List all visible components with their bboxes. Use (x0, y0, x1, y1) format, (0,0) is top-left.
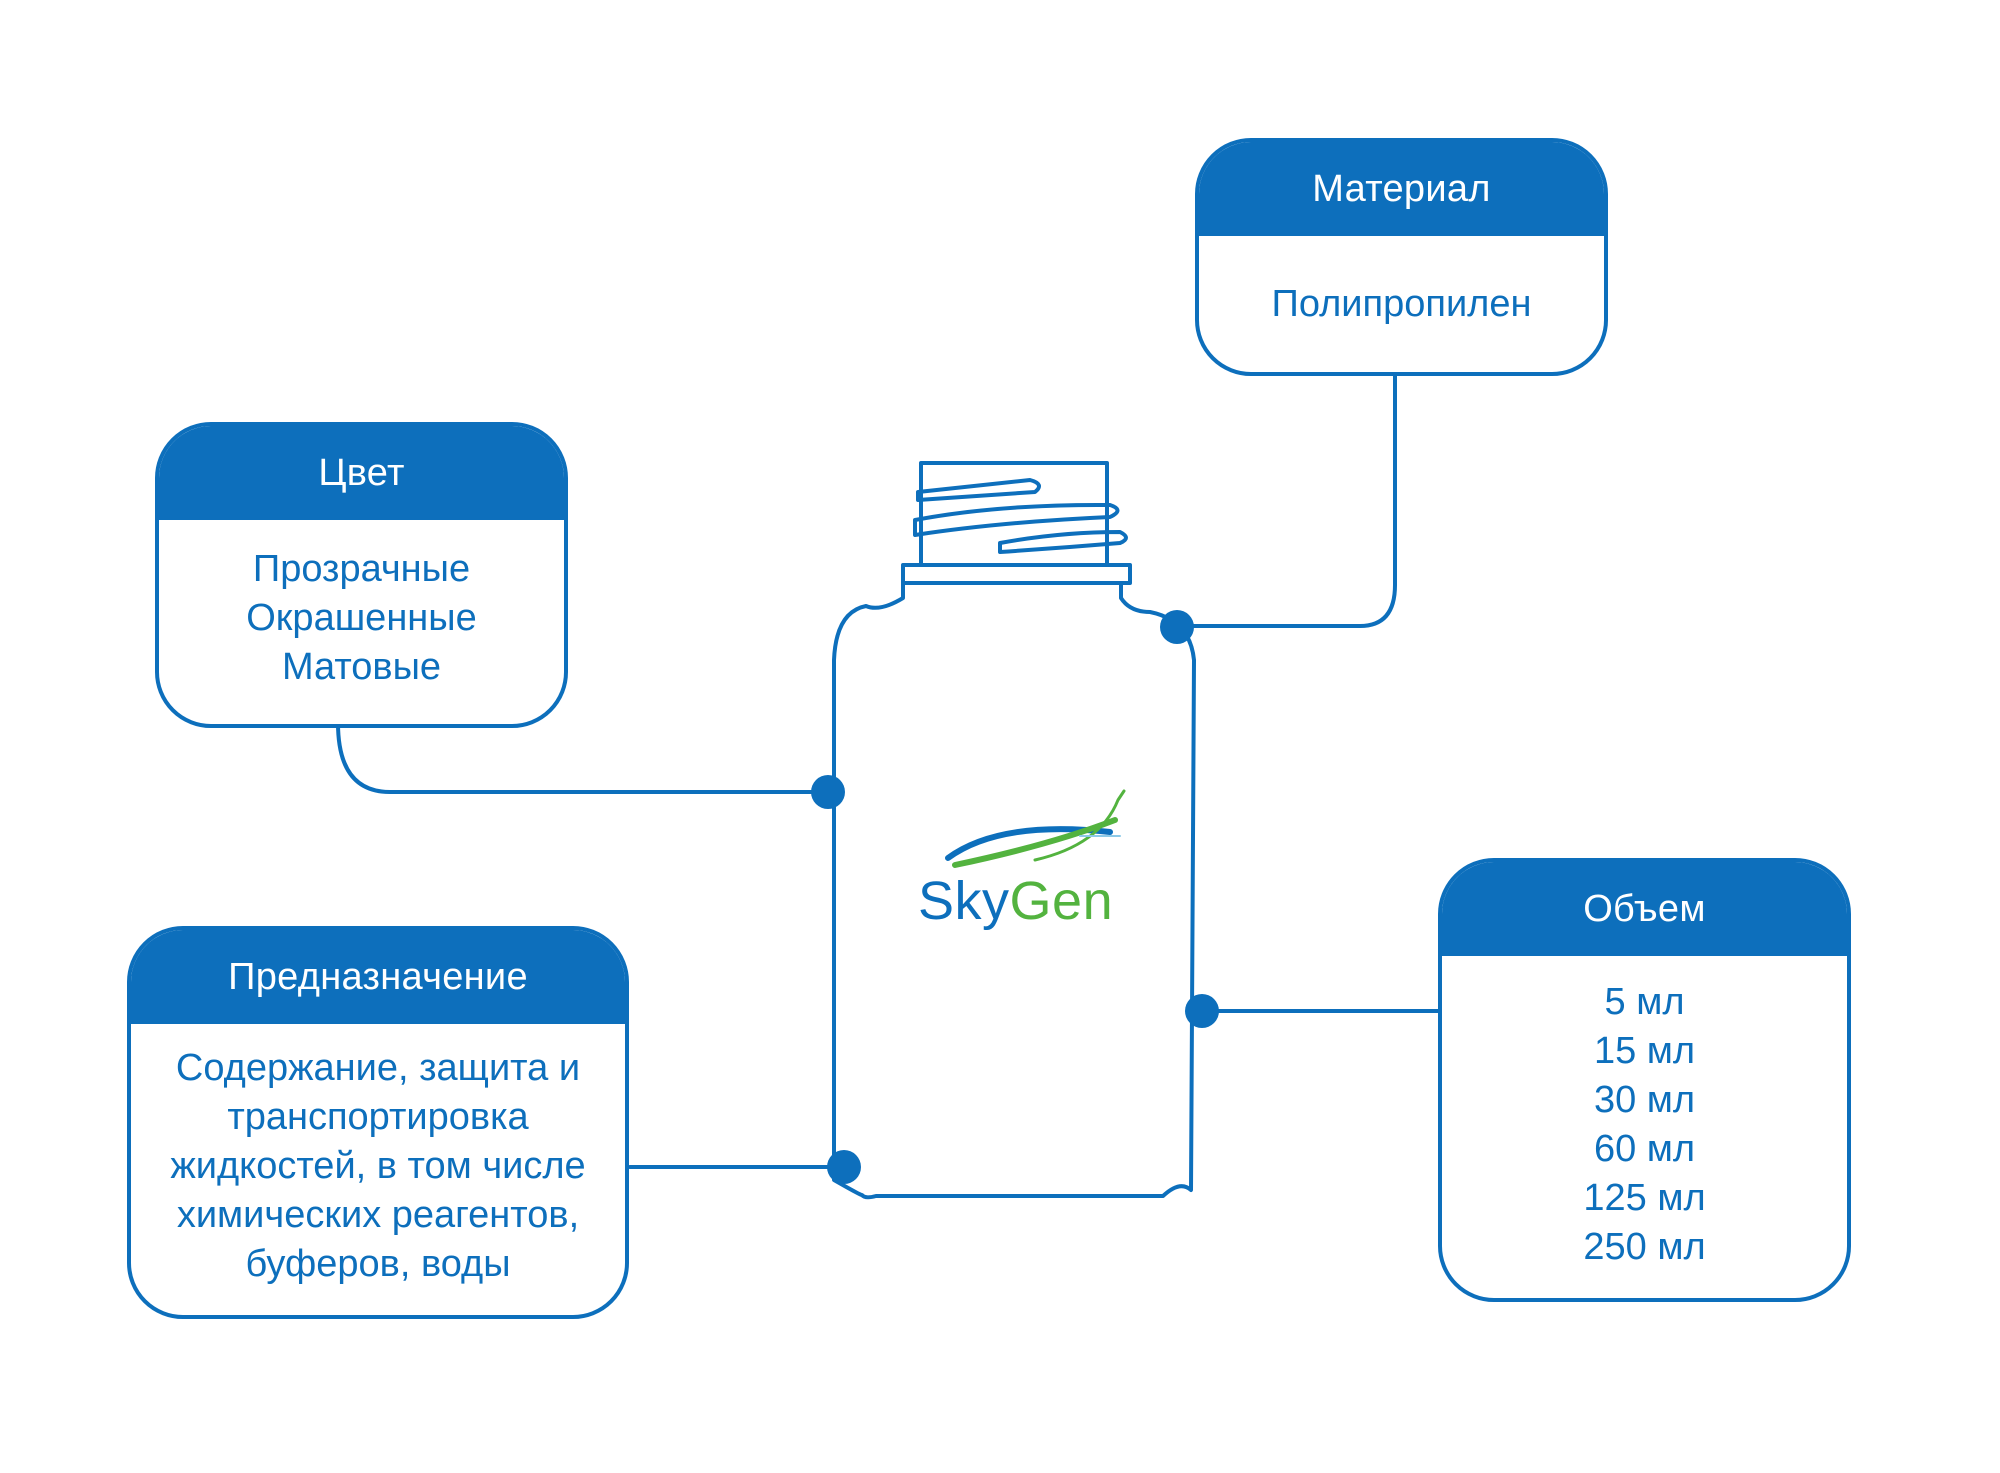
skygen-logo: SkyGen (918, 870, 1113, 932)
swoosh-icon (945, 789, 1126, 868)
material-card-body: Полипропилен (1199, 236, 1604, 372)
volume-option: 15 мл (1593, 1030, 1696, 1072)
purpose-line: химических реагентов, (176, 1194, 580, 1236)
connector-color (336, 721, 830, 794)
connector-dot-color (811, 775, 845, 809)
connector-dot-purpose (827, 1150, 861, 1184)
volume-option: 30 мл (1593, 1079, 1696, 1121)
connector-material (1174, 371, 1397, 628)
color-card: Цвет Прозрачные Окрашенные Матовые (155, 422, 568, 728)
volume-option: 125 мл (1583, 1177, 1706, 1219)
volume-option: 250 мл (1583, 1226, 1706, 1268)
color-card-title: Цвет (159, 426, 564, 520)
connector-dot-material (1160, 610, 1194, 644)
bottle-icon (832, 461, 1196, 1200)
purpose-card-body: Содержание, защита и транспортировка жид… (131, 1024, 625, 1309)
purpose-card: Предназначение Содержание, защита и тран… (127, 926, 629, 1319)
purpose-line: транспортировка (227, 1096, 529, 1138)
purpose-line: буферов, воды (245, 1243, 511, 1285)
material-card-title: Материал (1199, 142, 1604, 236)
color-value: Матовые (281, 645, 442, 688)
purpose-line: жидкостей, в том числе (170, 1145, 586, 1187)
logo-gen: Gen (1009, 871, 1114, 931)
volume-card-body: 5 мл 15 мл 30 мл 60 мл 125 мл 250 мл (1442, 956, 1847, 1294)
logo-sky: Sky (918, 871, 1010, 931)
volume-option: 5 мл (1604, 981, 1685, 1023)
volume-card-title: Объем (1442, 862, 1847, 956)
purpose-card-title: Предназначение (131, 930, 625, 1024)
material-card: Материал Полипропилен (1195, 138, 1608, 376)
color-value: Окрашенные (246, 596, 477, 639)
volume-option: 60 мл (1593, 1128, 1696, 1170)
volume-card: Объем 5 мл 15 мл 30 мл 60 мл 125 мл 250 … (1438, 858, 1851, 1302)
color-value: Прозрачные (252, 547, 471, 590)
color-card-body: Прозрачные Окрашенные Матовые (159, 520, 564, 716)
material-value: Полипропилен (1271, 282, 1532, 325)
connector-dot-volume (1185, 994, 1219, 1028)
purpose-line: Содержание, защита и (175, 1047, 581, 1089)
